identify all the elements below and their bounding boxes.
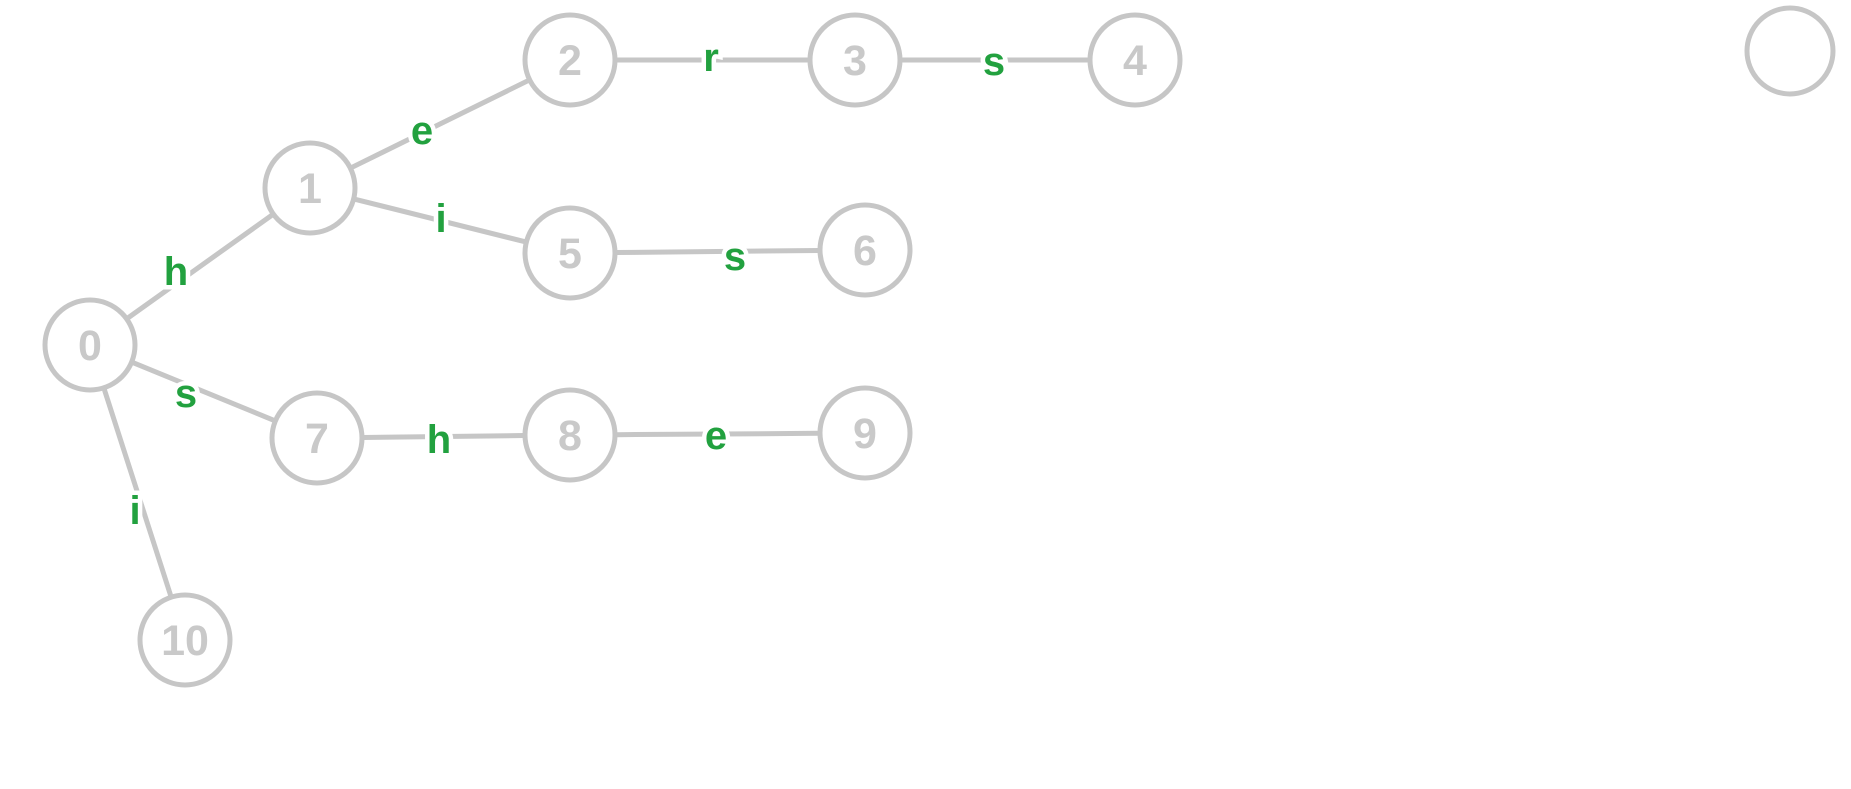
graph-node-circle[interactable] [522, 205, 618, 301]
graph-edge-label: h [427, 418, 451, 462]
graph-node-10[interactable]: 10 [137, 592, 233, 688]
graph-node-3[interactable]: 3 [807, 12, 903, 108]
graph-edge-label: s [175, 372, 197, 416]
graph-edge-label: r [703, 36, 719, 80]
graph-node-label: 4 [1123, 37, 1147, 85]
graph-node-label: 8 [558, 412, 582, 460]
graph-edge-label-halo: e [411, 109, 433, 153]
graph-node-2[interactable]: 2 [522, 12, 618, 108]
nodes-layer: 0 1 2 3 4 5 6 7 8 9 10 [42, 5, 1836, 688]
graph-node-circle[interactable] [817, 385, 913, 481]
graph-node-circle[interactable] [1744, 5, 1836, 97]
graph-edge-label: i [129, 489, 140, 533]
graph-edge[interactable] [125, 212, 275, 321]
graph-node-label: 3 [843, 37, 867, 85]
graph-edge-label: e [705, 414, 727, 458]
graph-node-circle[interactable] [137, 592, 233, 688]
graph-node-label: 1 [298, 165, 322, 213]
graph-node-circle[interactable] [269, 390, 365, 486]
graph-edge[interactable] [615, 247, 820, 256]
graph-node-6[interactable]: 6 [817, 202, 913, 298]
graph-edge-label-halo: h [164, 250, 188, 294]
graph-node-circle[interactable] [1087, 12, 1183, 108]
graph-node-9[interactable]: 9 [817, 385, 913, 481]
graph-node-8[interactable]: 8 [522, 387, 618, 483]
graph-edge-label: s [724, 235, 746, 279]
graph-edge-label: s [983, 40, 1005, 84]
graph-edge-label-halo: s [724, 235, 746, 279]
graph-node-label: 6 [853, 227, 877, 275]
graph-edge[interactable] [101, 388, 174, 597]
graph-edge-label-halo: h [427, 418, 451, 462]
graph-node-0[interactable]: 0 [42, 297, 138, 393]
graph-node-4[interactable]: 4 [1087, 12, 1183, 108]
graph-node-label: 0 [78, 322, 102, 370]
graph-edge-label: i [435, 197, 446, 241]
graph-node-label: 10 [161, 617, 209, 665]
graph-edge-label-halo: s [175, 372, 197, 416]
graph-node-circle[interactable] [817, 202, 913, 298]
graph-node-circle[interactable] [522, 387, 618, 483]
graph-edge[interactable] [354, 196, 526, 245]
edges-layer [101, 57, 1089, 597]
graph-node-circle[interactable] [262, 140, 358, 236]
graph-node-5[interactable]: 5 [522, 205, 618, 301]
graph-edge[interactable] [350, 78, 530, 170]
graph-node-circle[interactable] [42, 297, 138, 393]
graph-node-circle[interactable] [807, 12, 903, 108]
graph-edge-label-halo: i [129, 489, 140, 533]
graph-node-label: 5 [558, 230, 582, 278]
graph-edge-label-halo: s [983, 40, 1005, 84]
graph-node-empty[interactable] [1744, 5, 1836, 97]
graph-node-label: 9 [853, 410, 877, 458]
graph-node-7[interactable]: 7 [269, 390, 365, 486]
graph-edge-label-halo: i [435, 197, 446, 241]
graph-edge-label: h [164, 250, 188, 294]
graph-edge[interactable] [131, 360, 276, 423]
graph-node-label: 2 [558, 37, 582, 85]
graph-edge[interactable] [615, 430, 820, 438]
graph-node-1[interactable]: 1 [262, 140, 358, 236]
graph-node-label: 7 [305, 415, 329, 463]
graph-edge-label: e [411, 109, 433, 153]
graph-edge-label-halo: e [705, 414, 727, 458]
graph-edge[interactable] [362, 433, 525, 440]
graph-node-circle[interactable] [522, 12, 618, 108]
